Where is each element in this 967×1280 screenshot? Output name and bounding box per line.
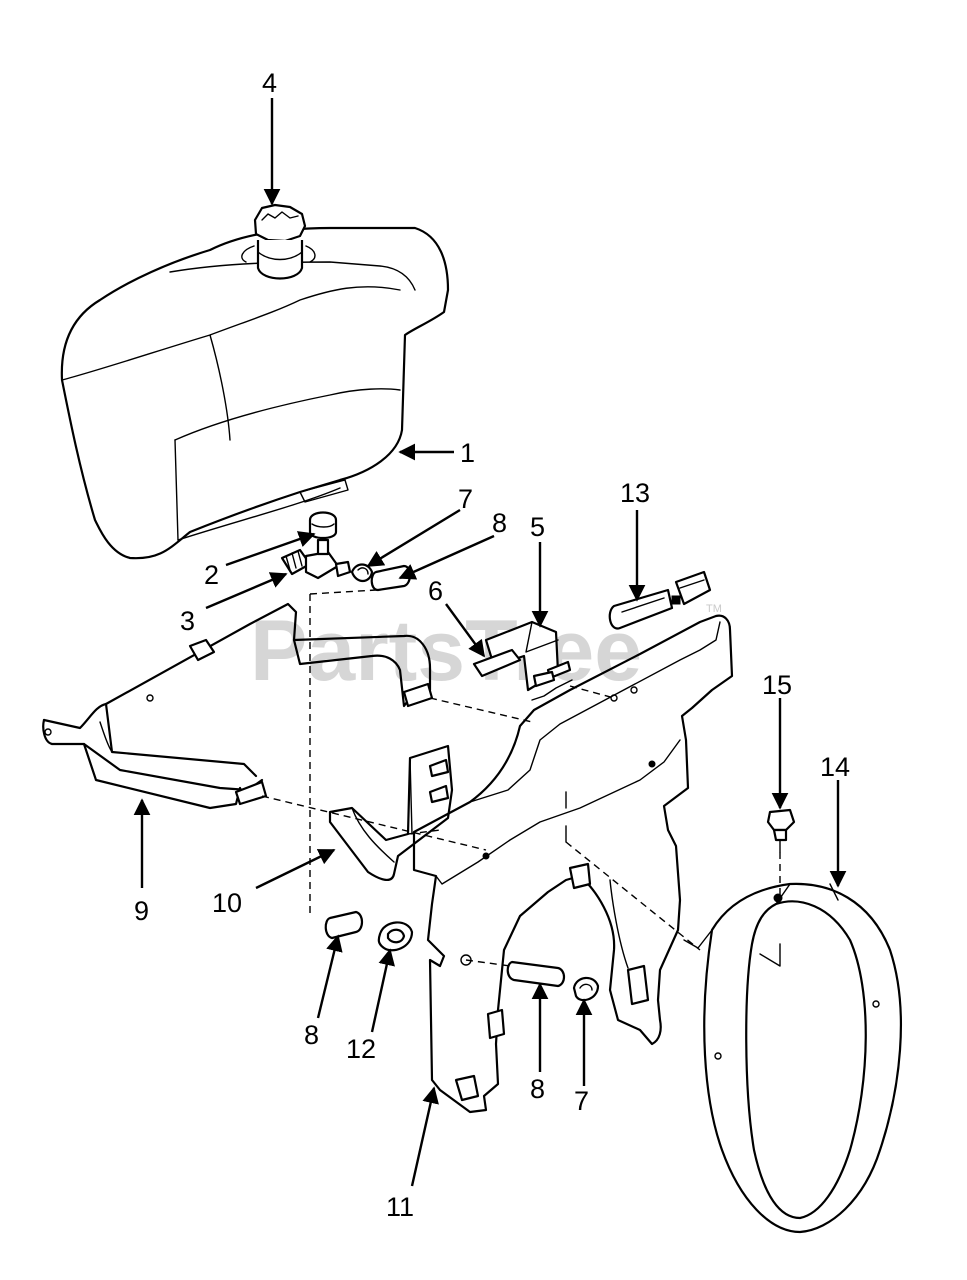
callout-8-lower-right: 8: [530, 1074, 545, 1104]
leader-7-top: [366, 508, 461, 568]
leader-6: [445, 603, 485, 658]
callout-7-bottom: 7: [574, 1086, 589, 1116]
callout-9: 9: [134, 896, 149, 926]
callout-4: 4: [262, 68, 277, 98]
hose-clamp-bottom: [572, 976, 600, 1002]
callout-2: 2: [204, 560, 219, 590]
callout-11: 11: [386, 1192, 414, 1222]
leader-lines: [133, 98, 847, 1187]
hinge-latch: [608, 570, 712, 630]
callout-3: 3: [180, 606, 195, 636]
callout-10: 10: [212, 888, 242, 918]
callout-8-lower-left: 8: [304, 1020, 319, 1050]
callout-7-top: 7: [458, 484, 473, 514]
leader-8-lower-left: [316, 934, 343, 1019]
grease-fitting: [766, 808, 796, 853]
leader-3: [205, 572, 288, 610]
fuel-hose-lower-left: [324, 910, 364, 940]
fuel-valve: [280, 538, 352, 580]
callout-8-top: 8: [492, 508, 507, 538]
leader-8-top: [398, 534, 495, 580]
watermark: PartsTree TM: [250, 603, 722, 699]
callout-14: 14: [820, 752, 850, 782]
watermark-trademark: TM: [706, 603, 722, 615]
fuel-hose-lower-right: [506, 960, 566, 988]
callout-1: 1: [460, 438, 475, 468]
lower-bracket: [328, 744, 454, 881]
tank-strap: [472, 648, 522, 678]
fuel-hose-top: [370, 564, 412, 592]
belt-guard-ring: [683, 882, 902, 1234]
leader-10: [255, 848, 336, 890]
leader-2: [225, 531, 316, 567]
side-panel: [412, 614, 734, 1114]
callout-13: 13: [620, 478, 650, 508]
grommet: [377, 921, 414, 952]
fuel-tank: [60, 226, 450, 560]
callout-6: 6: [428, 576, 443, 606]
fuel-cap: [241, 203, 316, 280]
leader-11: [410, 1086, 439, 1187]
leader-12: [370, 948, 395, 1033]
callout-12: 12: [346, 1034, 376, 1064]
hose-clamp-top: [350, 563, 374, 583]
callout-15: 15: [762, 670, 792, 700]
watermark-text: PartsTree: [250, 603, 642, 699]
callout-labels: 4 1 2 3 7 8 6 5 13 15 14 9 10 8 12 8 7 1…: [134, 68, 850, 1222]
callout-5: 5: [530, 512, 545, 542]
